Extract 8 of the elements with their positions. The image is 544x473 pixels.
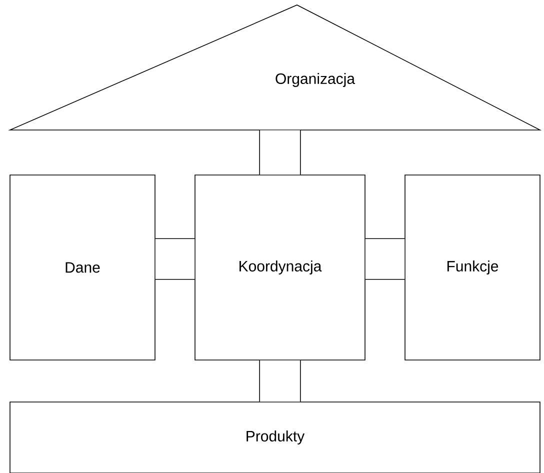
box: Dane	[10, 174, 156, 360]
connector	[259, 360, 301, 402]
box: Funkcje	[404, 174, 540, 360]
connector	[365, 238, 405, 280]
box: Koordynacja	[194, 174, 366, 360]
connector	[259, 130, 301, 175]
box: Produkty	[10, 402, 540, 473]
connector	[155, 238, 195, 280]
